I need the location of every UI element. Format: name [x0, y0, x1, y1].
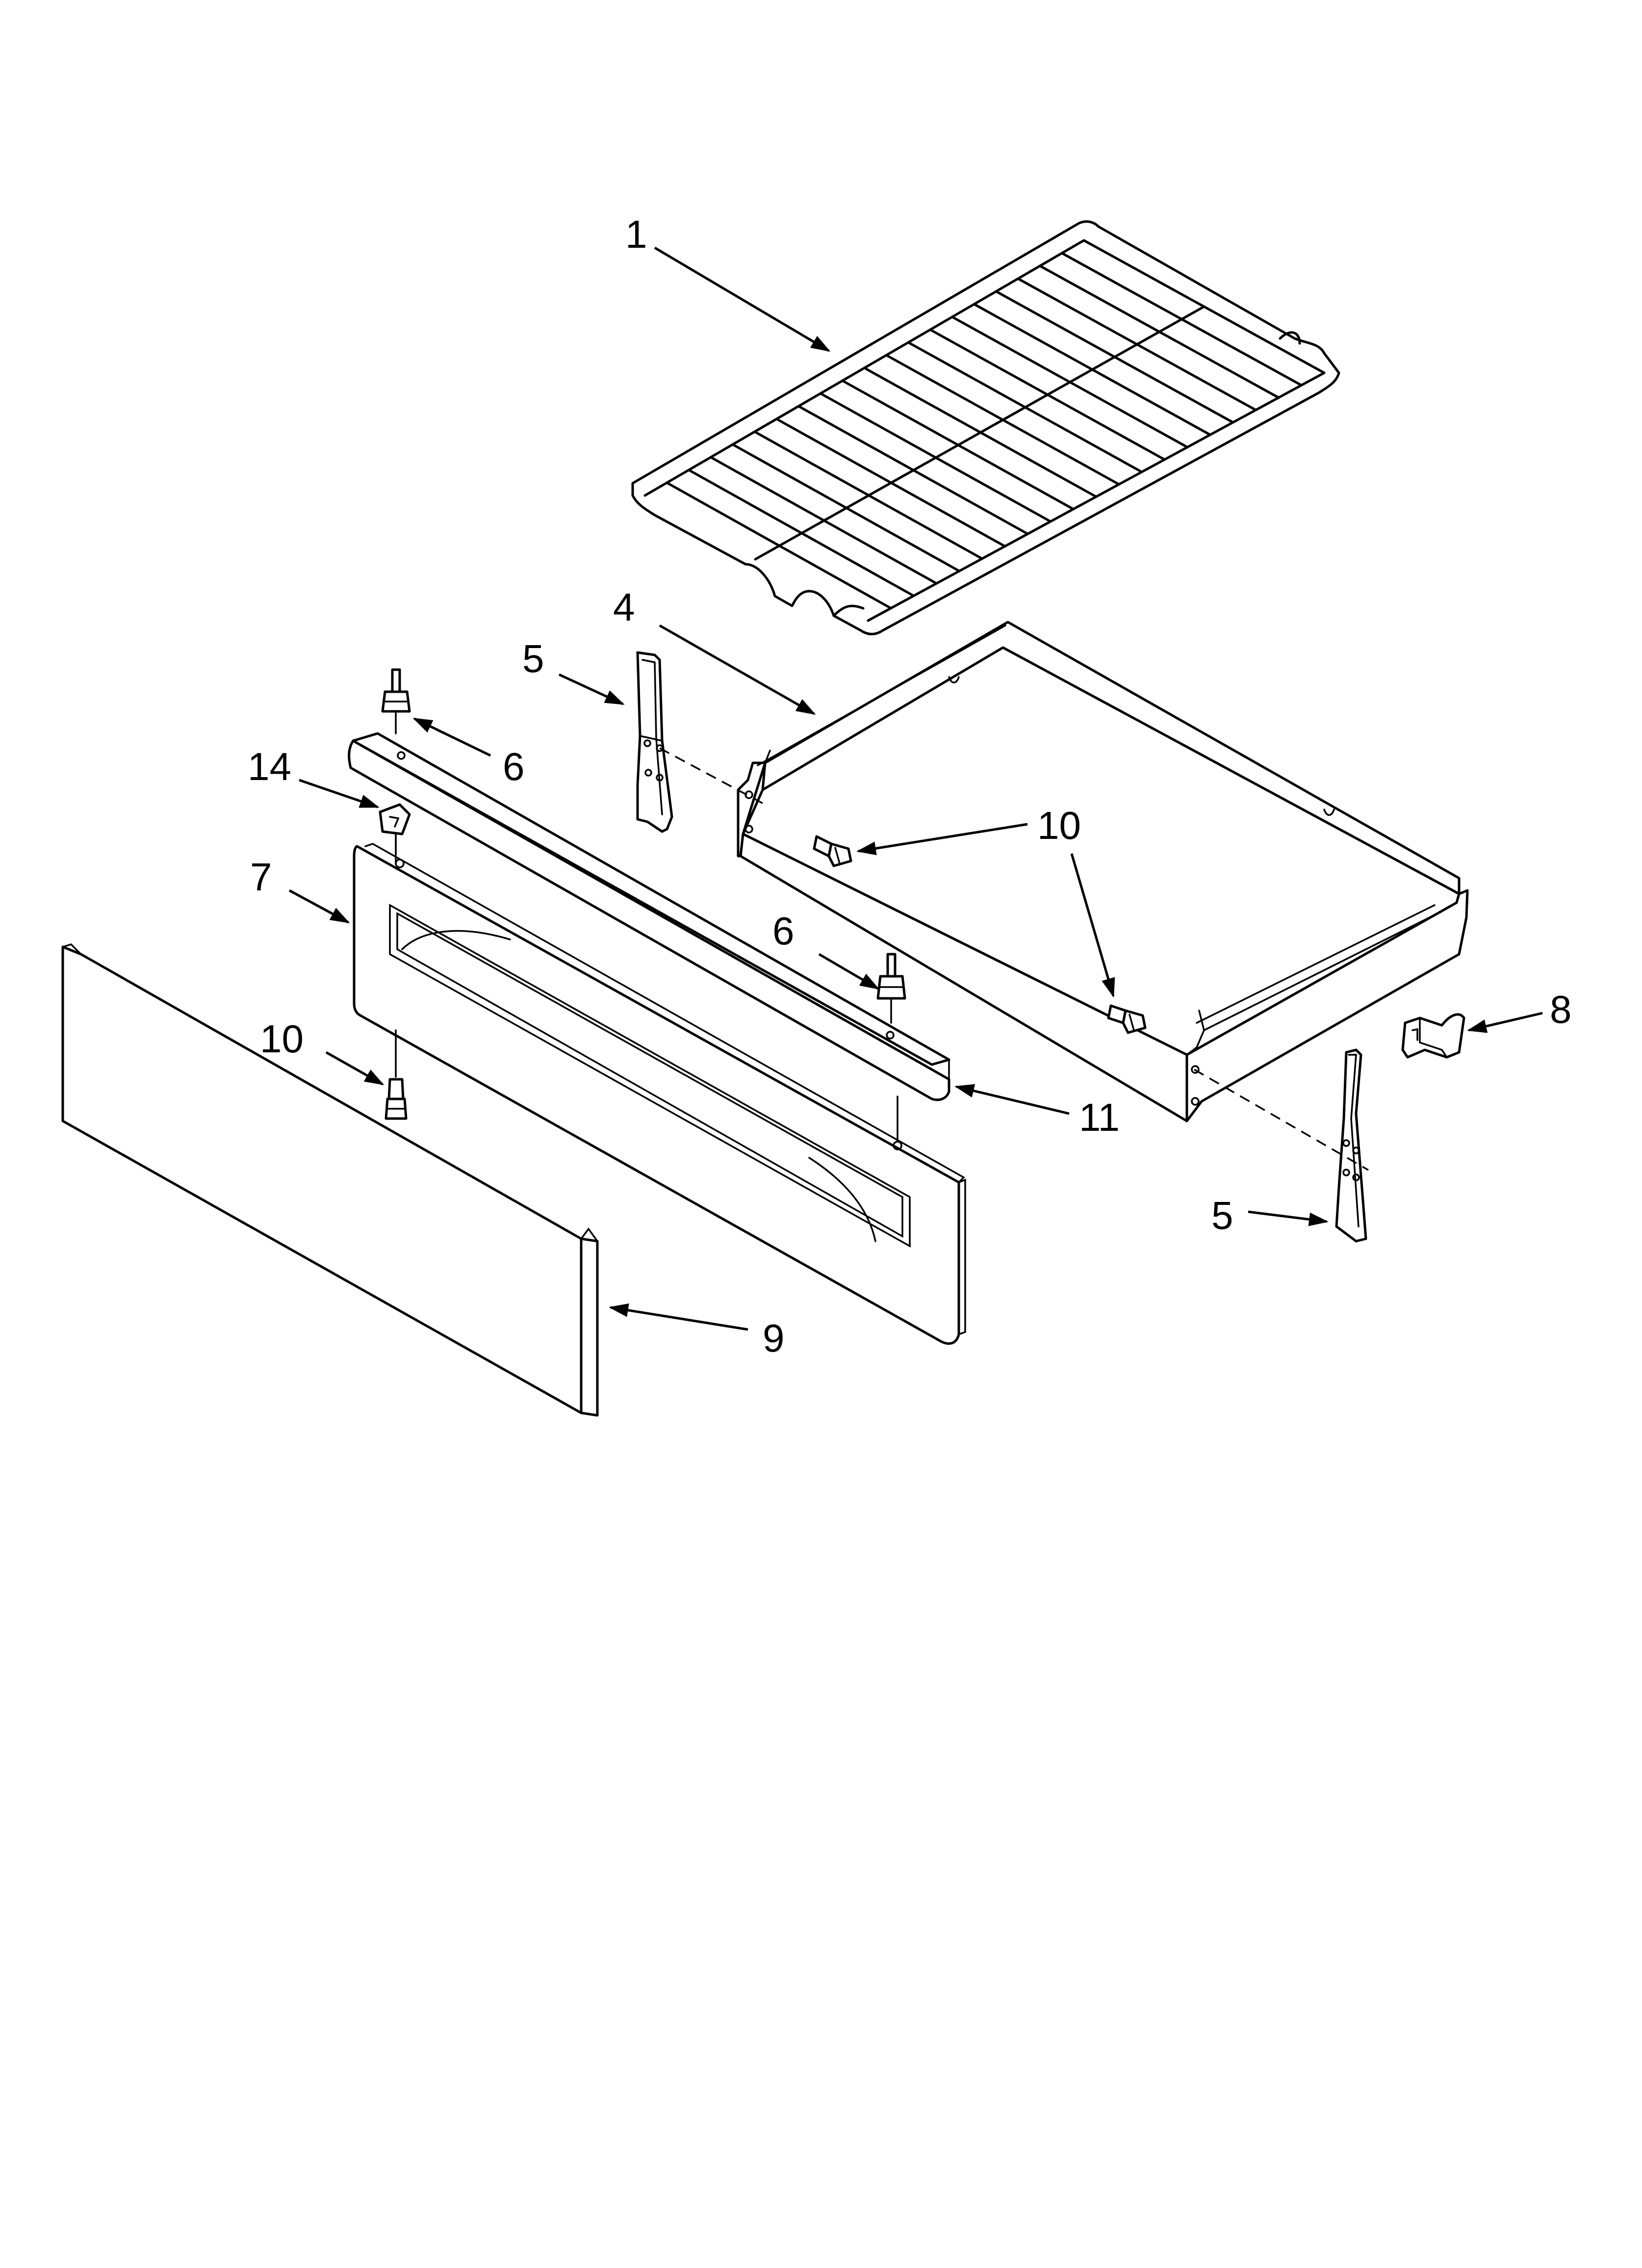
wire-rack	[631, 220, 1340, 635]
screw-right	[1107, 1004, 1147, 1034]
bracket-clip	[1401, 1013, 1465, 1059]
callout-11: 11	[1079, 1095, 1120, 1139]
drawer-panel	[61, 943, 599, 1417]
drawer-pan	[737, 621, 1469, 1122]
rack-center-bar	[754, 305, 1206, 561]
leader-5b	[1248, 1210, 1329, 1226]
callout-7: 7	[250, 855, 272, 899]
screw-bottom	[385, 1078, 408, 1120]
leader-14	[299, 779, 380, 808]
leader-8	[1467, 1012, 1543, 1033]
callout-6-right: 6	[772, 909, 795, 953]
leader-10b-right	[1070, 853, 1115, 998]
callout-1: 1	[625, 212, 647, 256]
callout-leaders	[288, 246, 1543, 1331]
leader-5a	[558, 673, 625, 705]
assembly-lines	[395, 747, 1369, 1171]
slide-rail	[348, 732, 950, 1101]
leader-10b-center	[856, 823, 1028, 856]
leader-7	[288, 889, 350, 924]
callout-6-top: 6	[503, 745, 525, 788]
leader-1	[654, 246, 831, 352]
slide-bracket-right	[1335, 1048, 1367, 1243]
slide-bracket-left	[636, 651, 673, 833]
drawer-front	[353, 843, 966, 1345]
callout-labels: 1 4 5 6 14 7 10 6 10 11 9 8 5	[248, 212, 1572, 1360]
leader-6b	[818, 953, 880, 990]
callout-14: 14	[248, 745, 291, 788]
leader-9	[609, 1303, 748, 1331]
clip	[379, 803, 411, 855]
screw-center	[813, 835, 852, 867]
stud-top-left	[381, 668, 411, 734]
callout-5-right: 5	[1211, 1194, 1233, 1237]
callout-9: 9	[763, 1316, 785, 1360]
callout-10-left: 10	[260, 1017, 304, 1061]
leader-6a	[412, 717, 491, 757]
callout-5-left: 5	[522, 637, 544, 680]
callout-10-right: 10	[1037, 804, 1081, 847]
callout-4: 4	[613, 585, 635, 629]
leader-10a	[325, 1051, 385, 1086]
leader-11	[954, 1084, 1070, 1115]
leader-4	[659, 624, 816, 715]
callout-8: 8	[1550, 988, 1572, 1031]
stud-right	[876, 953, 906, 1024]
